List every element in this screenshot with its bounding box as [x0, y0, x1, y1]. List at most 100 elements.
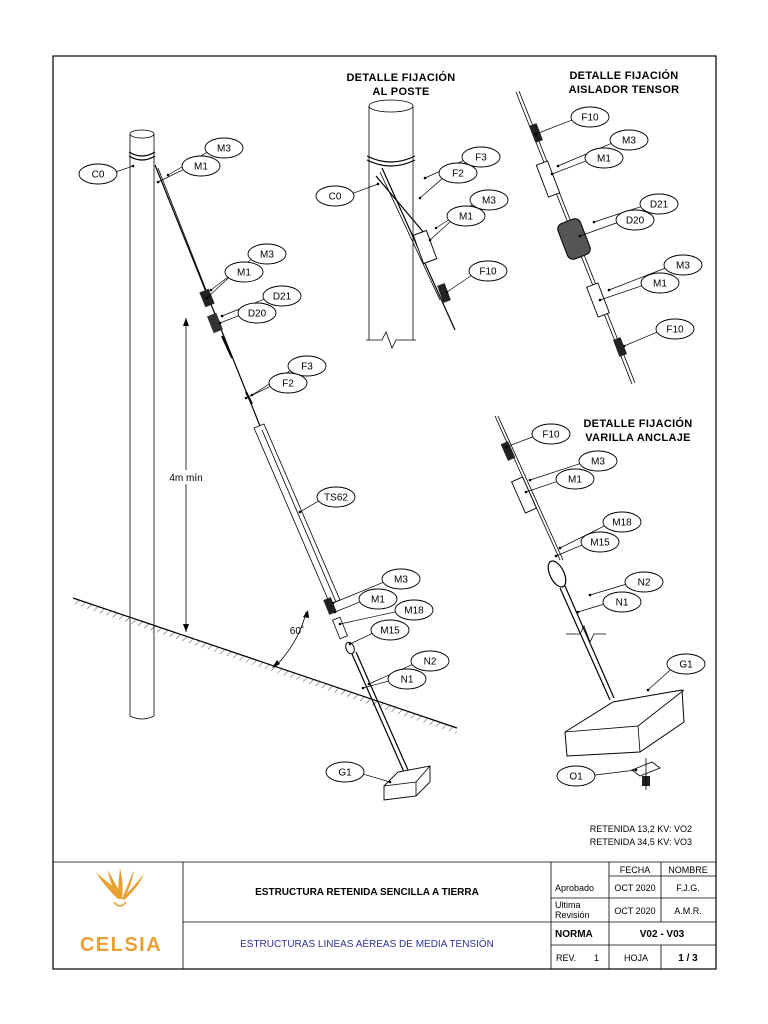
revision-fecha: OCT 2020 — [614, 906, 655, 916]
callout-main-12: M1 — [333, 588, 398, 614]
callout-bubble — [531, 423, 571, 445]
callout-label: F10 — [666, 325, 684, 336]
leader-tip — [205, 296, 209, 300]
leader-line — [505, 436, 534, 448]
leader-tip — [634, 768, 638, 772]
leader-tip — [576, 610, 580, 614]
leader-tip — [554, 554, 558, 558]
callout-pole-detail-5: M1 — [428, 205, 486, 242]
callout-label: N2 — [424, 657, 437, 668]
callout-bubble — [387, 668, 427, 690]
leader-tip — [418, 196, 422, 200]
callout-label: M18 — [404, 606, 424, 617]
drawing-subtitle: ESTRUCTURAS LINEAS AÉREAS DE MEDIA TENSI… — [240, 937, 494, 950]
leader-line — [555, 544, 583, 557]
leader-line — [219, 315, 240, 324]
leader-tip — [578, 234, 582, 238]
callout-main-16: N1 — [361, 668, 427, 690]
col-nombre: NOMBRE — [668, 865, 708, 875]
callout-main-9: F2 — [244, 372, 308, 400]
norma-value: V02 - V03 — [640, 929, 685, 940]
leader-line — [332, 581, 385, 604]
note-1: RETENIDA 13,2 KV: VO2 — [590, 824, 692, 834]
leader-tip — [244, 396, 248, 400]
callout-bubble — [584, 147, 624, 169]
callout-layer: C0M3M1M3M1D21D20F3F2TS62M3M1M18M15N2N1G1… — [78, 106, 706, 787]
leader-tip — [646, 688, 650, 692]
callout-insulator-detail-5: D20 — [578, 209, 655, 238]
callout-rod-detail-8: G1 — [646, 653, 706, 692]
callout-bubble — [639, 193, 679, 215]
callout-label: N2 — [638, 578, 651, 589]
callout-bubble — [624, 571, 664, 593]
callout-bubble — [438, 162, 478, 184]
callout-label: M1 — [194, 162, 208, 173]
leader-tip — [331, 601, 335, 605]
leader-line — [349, 632, 374, 645]
callout-main-11: M3 — [331, 568, 421, 605]
leader-line — [352, 183, 379, 194]
title-block: CELSIA ESTRUCTURA RETENIDA SENCILLA A TI… — [53, 861, 716, 969]
leader-line — [593, 769, 637, 776]
leader-line — [647, 668, 672, 691]
pole-detail-title-2: AL POSTE — [372, 86, 429, 98]
callout-bubble — [461, 146, 501, 168]
rev-label: REV. — [556, 953, 576, 963]
callout-bubble — [555, 468, 595, 490]
rod-detail: DETALLE FIJACIÓN VARILLA ANCLAJE — [494, 415, 692, 790]
leader-line — [339, 611, 397, 625]
callout-main-13: M18 — [338, 599, 434, 626]
callout-insulator-detail-4: D21 — [592, 193, 679, 224]
callout-insulator-detail-8: F10 — [622, 318, 695, 348]
callout-bubble — [78, 163, 118, 185]
callout-label: F3 — [301, 362, 313, 373]
leader-tip — [528, 478, 532, 482]
leader-line — [559, 525, 606, 549]
rev-value: 1 — [594, 953, 599, 963]
washer-o1 — [631, 758, 661, 790]
rod-detail-title-2: VARILLA ANCLAJE — [585, 432, 691, 444]
callout-label: O1 — [569, 772, 583, 783]
callout-rod-detail-3: M1 — [524, 468, 595, 494]
leader-tip — [298, 510, 302, 514]
leader-tip — [423, 176, 427, 180]
callout-label: C0 — [329, 192, 342, 203]
aprobado-nombre: F.J.G. — [676, 883, 700, 893]
callout-bubble — [602, 591, 642, 613]
callout-bubble — [666, 653, 706, 675]
callout-rod-detail-1: F10 — [504, 423, 571, 449]
leader-tip — [218, 321, 222, 325]
callout-label: D21 — [650, 200, 669, 211]
callout-main-5: M1 — [205, 261, 264, 300]
callout-bubble — [224, 261, 264, 283]
revision-label-1: Ultima — [555, 900, 581, 910]
hoja-label: HOJA — [624, 953, 648, 963]
leader-line — [334, 601, 361, 613]
callout-bubble — [316, 486, 356, 508]
leader-line — [429, 220, 452, 241]
callout-insulator-detail-1: F10 — [534, 106, 610, 136]
leader-line — [589, 583, 627, 596]
callout-bubble — [381, 568, 421, 590]
leader-tip — [534, 132, 538, 136]
callout-label: N1 — [616, 598, 629, 609]
callout-label: M3 — [260, 250, 274, 261]
leader-tip — [550, 172, 554, 176]
leader-tip — [333, 610, 337, 614]
callout-main-1: C0 — [78, 163, 135, 185]
logo-text: CELSIA — [80, 934, 162, 956]
callout-label: M3 — [622, 136, 636, 147]
callout-bubble — [655, 318, 695, 340]
callout-bubble — [556, 765, 596, 787]
callout-label: M3 — [394, 575, 408, 586]
leader-line — [299, 500, 320, 513]
callout-bubble — [247, 243, 287, 265]
callout-bubble — [262, 285, 302, 307]
callout-bubble — [469, 189, 509, 211]
leader-tip — [598, 298, 602, 302]
callout-bubble — [315, 185, 355, 207]
leader-line — [446, 274, 473, 293]
callout-bubble — [358, 588, 398, 610]
leader-tip — [434, 226, 438, 230]
callout-bubble — [663, 254, 703, 276]
